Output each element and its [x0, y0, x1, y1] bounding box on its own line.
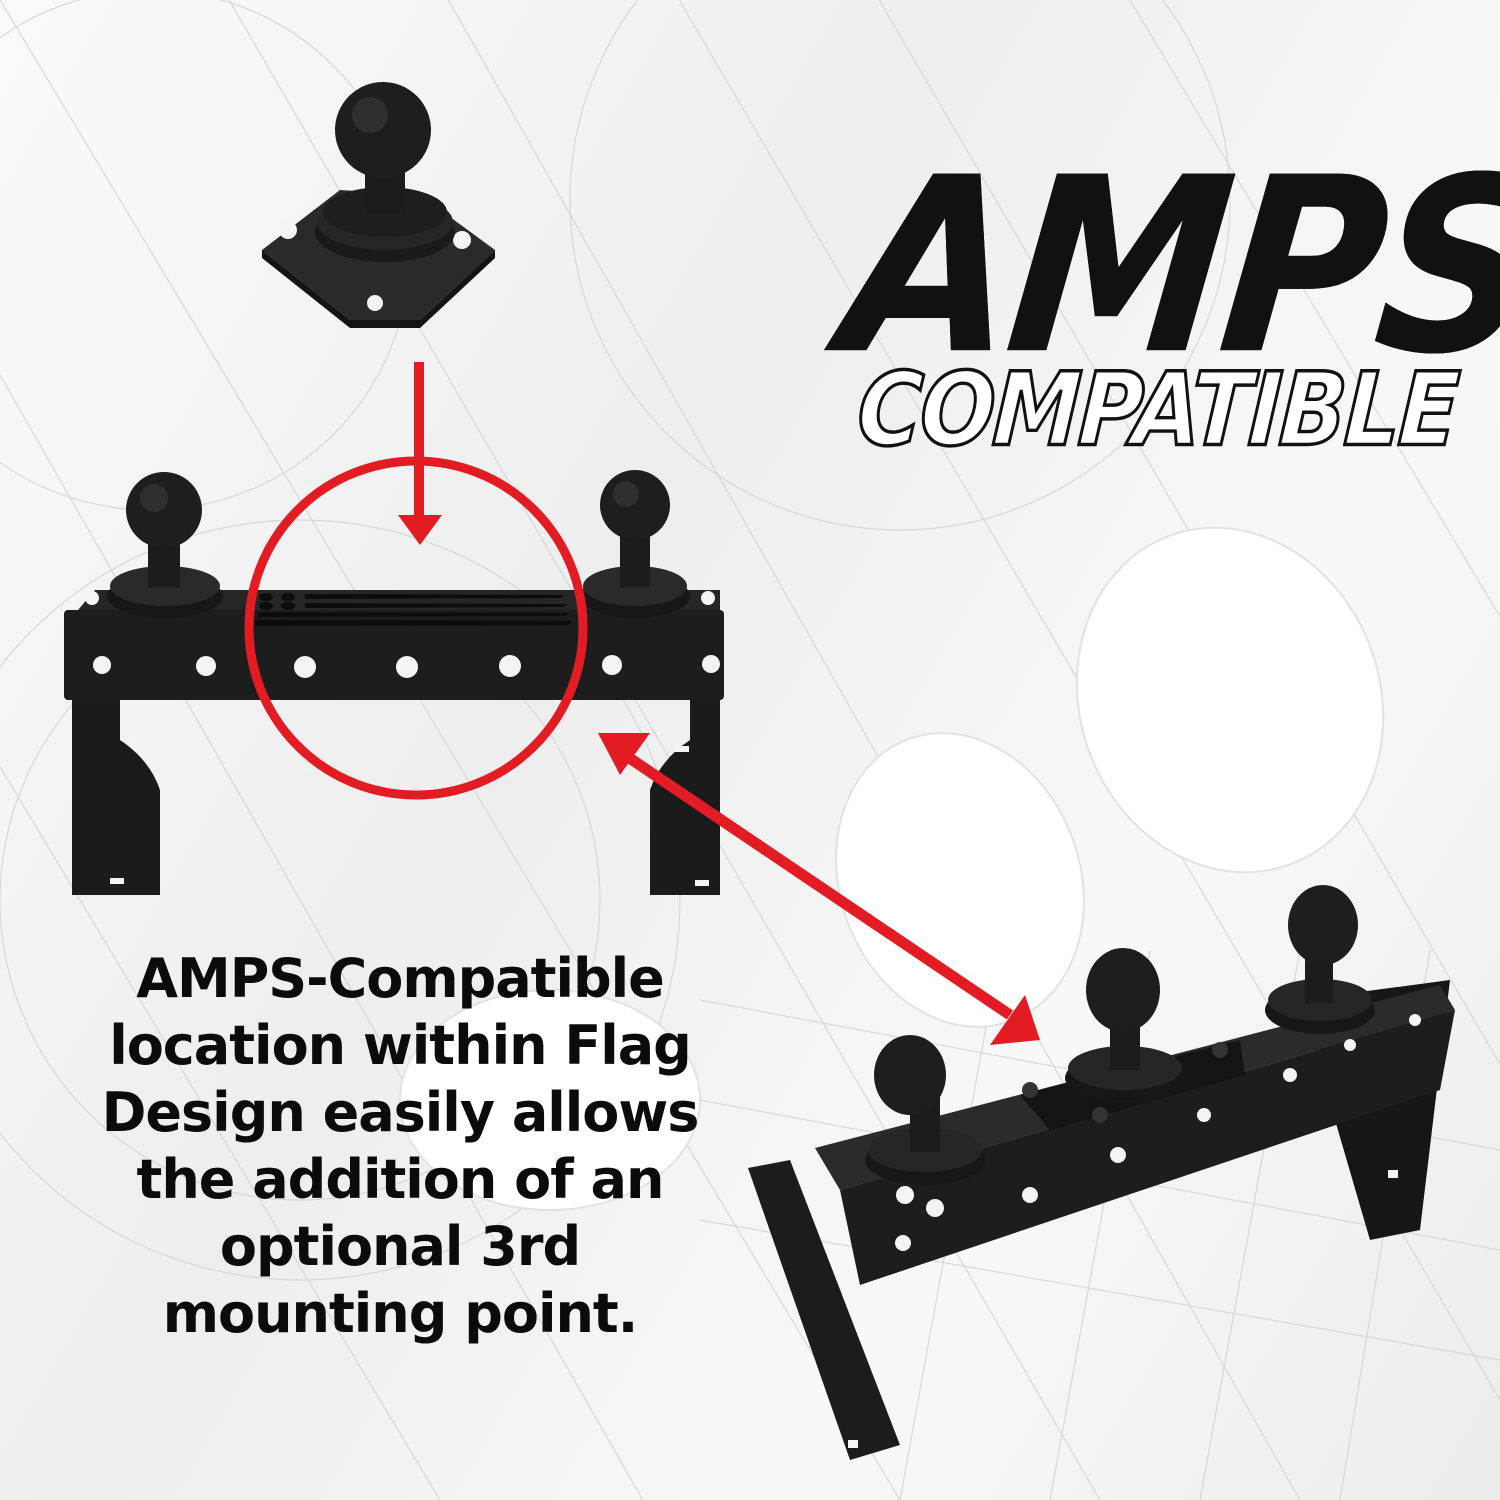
flag-mount-bracket-front: [64, 470, 724, 895]
caption-line: optional 3rd: [219, 1215, 581, 1278]
caption-line: mounting point.: [162, 1282, 639, 1345]
amps-compatible-headline: AMPS COMPATIBLE: [832, 126, 1500, 471]
caption-line: AMPS-Compatible: [136, 947, 665, 1010]
caption-line: location within Flag: [109, 1014, 692, 1077]
caption-line: Design easily allows: [101, 1081, 700, 1144]
headline-sub: COMPATIBLE: [853, 349, 1463, 471]
arrow-down-icon: [398, 362, 442, 545]
feature-caption: AMPS-Compatible location within Flag Des…: [60, 945, 740, 1347]
amps-ball-adapter: [262, 82, 495, 328]
flag-mount-bracket-angled: [748, 885, 1455, 1460]
highlight-circle: [244, 456, 588, 800]
double-arrow-icon: [598, 733, 1040, 1045]
caption-line: the addition of an: [136, 1148, 665, 1211]
headline-main: AMPS: [832, 125, 1500, 408]
